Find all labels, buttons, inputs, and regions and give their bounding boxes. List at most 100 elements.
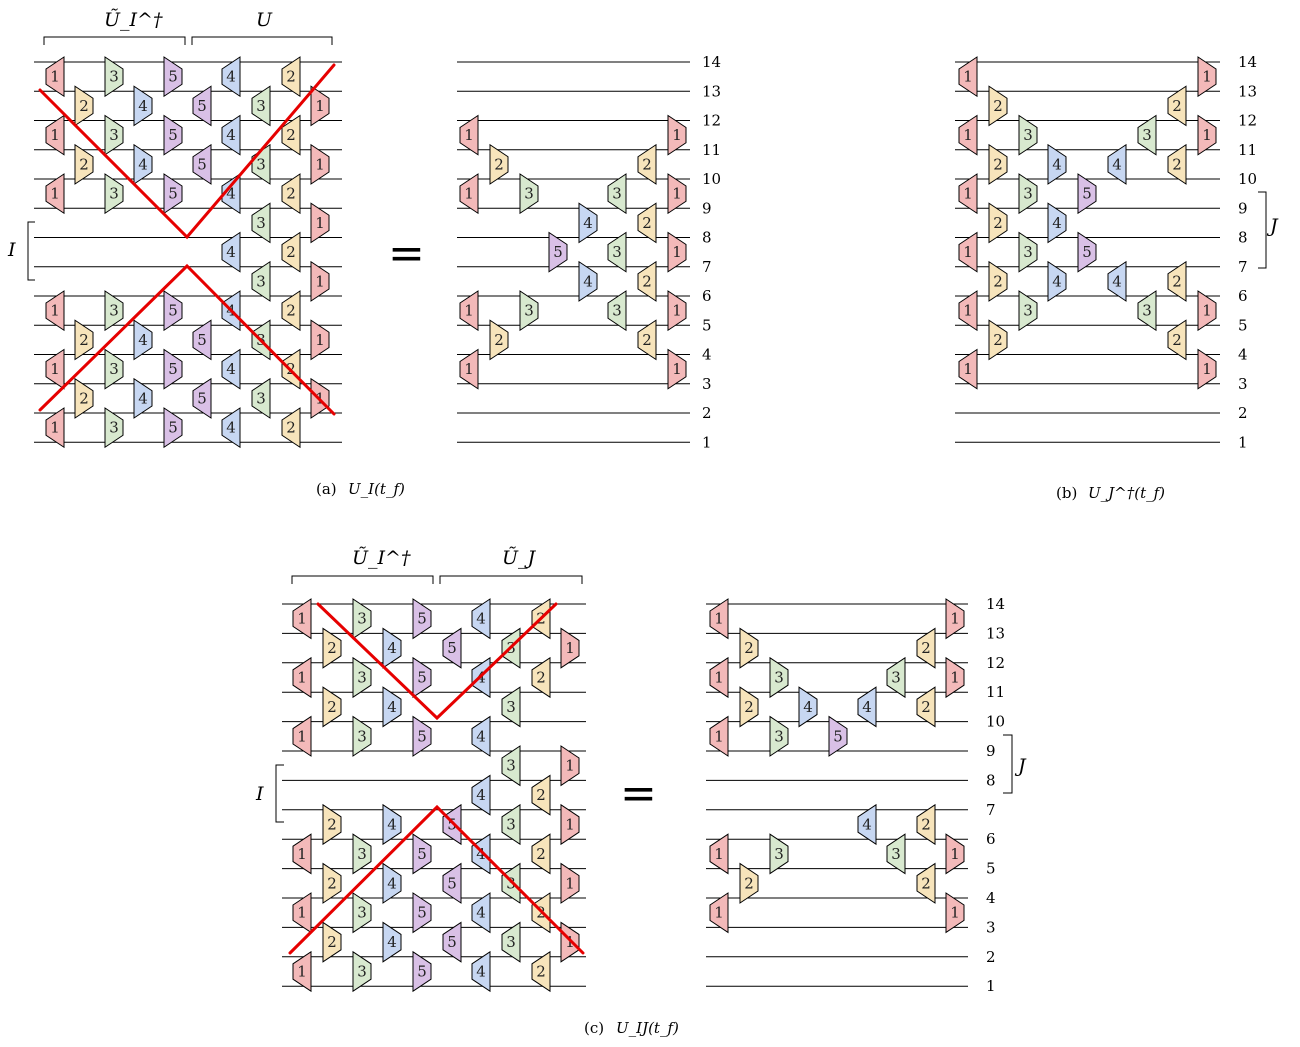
gate-2 — [281, 407, 301, 449]
gate-3 — [352, 833, 372, 875]
light-cone-boundary — [38, 63, 336, 240]
gate-1-label: 1 — [672, 360, 682, 378]
gate-2-label: 2 — [327, 639, 337, 657]
gate-1-label: 1 — [315, 97, 325, 115]
gate-5-label: 5 — [168, 419, 178, 437]
gate-1 — [709, 833, 729, 875]
gate-2-label: 2 — [327, 874, 337, 892]
gate-3-label: 3 — [612, 243, 622, 261]
gate-1 — [45, 348, 65, 390]
gate-1 — [958, 173, 978, 215]
wire-number-label: 5 — [1238, 316, 1248, 334]
gate-3-label: 3 — [357, 669, 367, 687]
caption-b-label: (b) — [1056, 484, 1077, 502]
bracket-c-region-J — [1003, 734, 1013, 794]
bracket-a-left — [43, 36, 186, 45]
gate-5-label: 5 — [417, 669, 427, 687]
gate-3-label: 3 — [1142, 302, 1152, 320]
gate-2-label: 2 — [327, 816, 337, 834]
gate-1-label: 1 — [50, 68, 60, 86]
gate-1 — [310, 202, 330, 244]
gate-1 — [459, 114, 479, 156]
gate-4 — [382, 803, 402, 846]
gate-3-label: 3 — [774, 669, 784, 687]
gate-3 — [104, 348, 124, 390]
gate-3-label: 3 — [506, 757, 516, 775]
gate-2 — [531, 950, 551, 993]
gate-1-label: 1 — [315, 331, 325, 349]
gate-2 — [281, 56, 301, 98]
gate-2 — [322, 686, 342, 728]
gate-1-label: 1 — [963, 302, 973, 320]
gate-5-label: 5 — [168, 68, 178, 86]
gate-5 — [1077, 173, 1097, 215]
gate-3-label: 3 — [612, 185, 622, 203]
gate-3-label: 3 — [1023, 302, 1033, 320]
gate-1-label: 1 — [464, 185, 474, 203]
gate-1 — [310, 85, 330, 127]
gate-1-label: 1 — [50, 185, 60, 203]
gate-2-label: 2 — [993, 272, 1003, 290]
gate-1 — [459, 348, 479, 390]
bracket-c-right — [439, 575, 583, 584]
gate-2-label: 2 — [642, 214, 652, 232]
gate-3-label: 3 — [506, 874, 516, 892]
gate-3 — [1018, 290, 1038, 332]
gate-2-label: 2 — [993, 97, 1003, 115]
gate-4 — [1047, 202, 1067, 244]
gate-4-label: 4 — [476, 727, 486, 745]
gate-3-label: 3 — [524, 302, 534, 320]
gate-4-label: 4 — [476, 786, 486, 804]
gate-4-label: 4 — [226, 419, 236, 437]
gate-3 — [352, 950, 372, 993]
gate-1-label: 1 — [1202, 302, 1212, 320]
gate-4-label: 4 — [476, 845, 486, 863]
gate-2-label: 2 — [1172, 331, 1182, 349]
gate-3 — [769, 656, 789, 699]
gate-2 — [322, 921, 342, 963]
gate-1 — [45, 407, 65, 449]
gate-2-label: 2 — [921, 874, 931, 892]
gate-3-label: 3 — [506, 698, 516, 716]
gate-5 — [548, 231, 568, 273]
gate-1 — [560, 862, 580, 904]
gate-5 — [442, 921, 462, 963]
gate-3-label: 3 — [506, 816, 516, 834]
gate-2-label: 2 — [79, 389, 89, 407]
gate-1 — [667, 114, 687, 156]
gate-4-label: 4 — [138, 389, 148, 407]
gate-1 — [958, 290, 978, 332]
gate-2 — [281, 290, 301, 332]
gate-2-label: 2 — [1172, 155, 1182, 173]
gate-3 — [104, 290, 124, 332]
gate-1-label: 1 — [565, 874, 575, 892]
gate-2 — [281, 114, 301, 156]
gate-4 — [1047, 260, 1067, 302]
region-c-J-label: J — [1014, 755, 1027, 777]
gate-2 — [916, 627, 936, 669]
gate-3-label: 3 — [357, 610, 367, 628]
gate-5-label: 5 — [833, 727, 843, 745]
gate-2-label: 2 — [79, 331, 89, 349]
gate-1 — [292, 598, 312, 640]
gate-2 — [988, 260, 1008, 302]
gate-1 — [459, 290, 479, 332]
wire-number-label: 11 — [986, 683, 1005, 701]
wire-number-label: 8 — [702, 229, 712, 247]
gate-3 — [1018, 173, 1038, 215]
gate-2-label: 2 — [1172, 97, 1182, 115]
wire-number-label: 14 — [702, 53, 721, 71]
gate-3-label: 3 — [109, 360, 119, 378]
bracket-a-left-label: Ũ_I^† — [104, 8, 163, 31]
gate-3-label: 3 — [1023, 126, 1033, 144]
gate-1 — [709, 892, 729, 934]
gate-4 — [471, 715, 491, 757]
gate-1 — [667, 231, 687, 273]
wire-number-label: 12 — [986, 654, 1005, 672]
gate-1-label: 1 — [963, 185, 973, 203]
gate-3 — [352, 715, 372, 757]
gate-4-label: 4 — [476, 904, 486, 922]
light-cone-boundary — [38, 263, 336, 416]
gate-4 — [133, 377, 153, 419]
